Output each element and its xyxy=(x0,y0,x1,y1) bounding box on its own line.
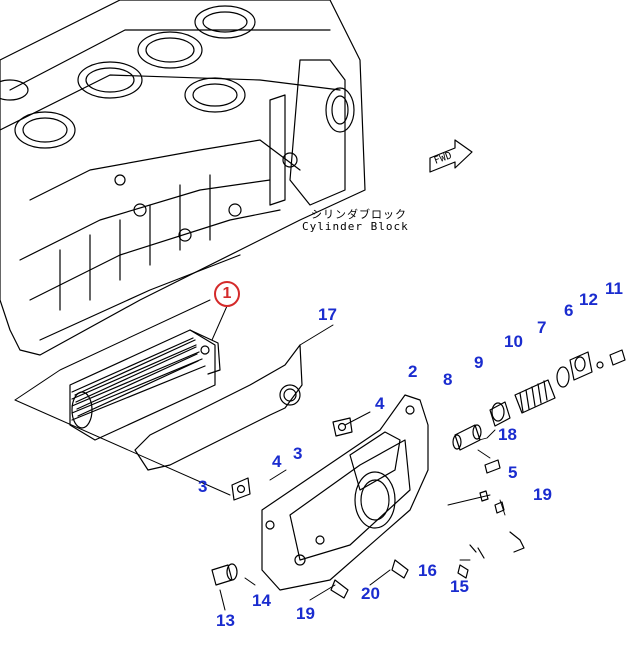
gasket-17-drawing xyxy=(134,344,303,471)
leader-lines xyxy=(14,299,491,611)
gasket-3-4-upper-drawing xyxy=(332,417,353,437)
callout-10: 10 xyxy=(504,332,523,351)
callout-17: 17 xyxy=(318,305,337,324)
callout-4-lower: 4 xyxy=(272,452,282,471)
callout-19-bottom: 19 xyxy=(296,604,315,623)
cylinder-block-label-en: Cylinder Block xyxy=(302,220,409,233)
gasket-3-4-lower-drawing xyxy=(231,477,251,501)
cylinder-block-drawing xyxy=(0,0,366,356)
callout-13: 13 xyxy=(216,611,235,630)
callout-8: 8 xyxy=(443,370,453,389)
callout-16: 16 xyxy=(418,561,437,580)
callout-20: 20 xyxy=(361,584,380,603)
callout-15: 15 xyxy=(450,577,469,596)
callout-5: 5 xyxy=(508,463,518,482)
callout-12: 12 xyxy=(579,290,598,309)
callout-7: 7 xyxy=(537,318,547,337)
callout-3-upper: 3 xyxy=(293,444,303,463)
cylinder-block-label-jp: シリンダブロック xyxy=(311,208,407,221)
assembly-lines xyxy=(459,429,506,561)
callout-2: 2 xyxy=(408,362,418,381)
callout-9: 9 xyxy=(474,353,484,372)
oil-cooler-element-drawing xyxy=(69,329,221,441)
forward-direction-arrow xyxy=(429,139,473,173)
callout-6: 6 xyxy=(564,301,574,320)
callout-11: 11 xyxy=(605,279,623,298)
main-part-marker: 1 xyxy=(214,281,240,307)
callout-3-lower: 3 xyxy=(198,477,208,496)
oil-cooler-cover-drawing xyxy=(261,394,429,591)
callout-14: 14 xyxy=(252,591,271,610)
callout-4-upper: 4 xyxy=(375,394,385,413)
regulator-valve-parts-drawing xyxy=(452,349,626,451)
callout-18: 18 xyxy=(498,425,517,444)
callout-19-right: 19 xyxy=(533,485,552,504)
bolts-and-plugs-drawing xyxy=(211,459,525,599)
